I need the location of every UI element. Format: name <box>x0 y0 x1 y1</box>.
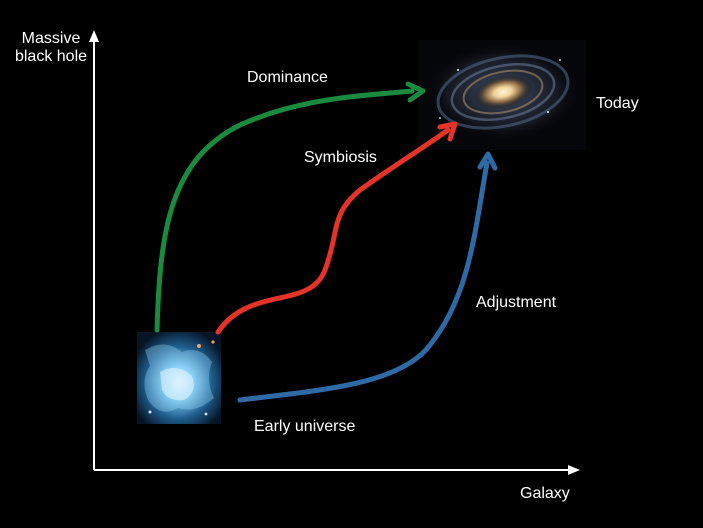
spiral-galaxy-image <box>418 40 586 150</box>
symbiosis-arrowhead <box>437 121 458 142</box>
early-universe-label: Early universe <box>254 418 356 435</box>
dominance-path <box>154 81 426 333</box>
today-label: Today <box>596 95 639 112</box>
x-axis <box>94 465 580 475</box>
symbiosis-path <box>215 121 458 335</box>
irregular-blue-galaxy-image <box>137 332 221 424</box>
symbiosis-label: Symbiosis <box>304 149 377 166</box>
adjustment-arrowhead <box>477 151 498 171</box>
x-axis-label: Galaxy <box>520 485 570 502</box>
x-axis-arrowhead <box>568 465 580 475</box>
dominance-label: Dominance <box>247 69 328 86</box>
y-axis <box>89 30 99 470</box>
y-axis-arrowhead <box>89 30 99 42</box>
dominance-arrowhead <box>405 81 426 103</box>
y-axis-label: Massive black hole <box>14 30 88 66</box>
adjustment-label: Adjustment <box>476 294 557 311</box>
adjustment-path <box>237 151 498 403</box>
